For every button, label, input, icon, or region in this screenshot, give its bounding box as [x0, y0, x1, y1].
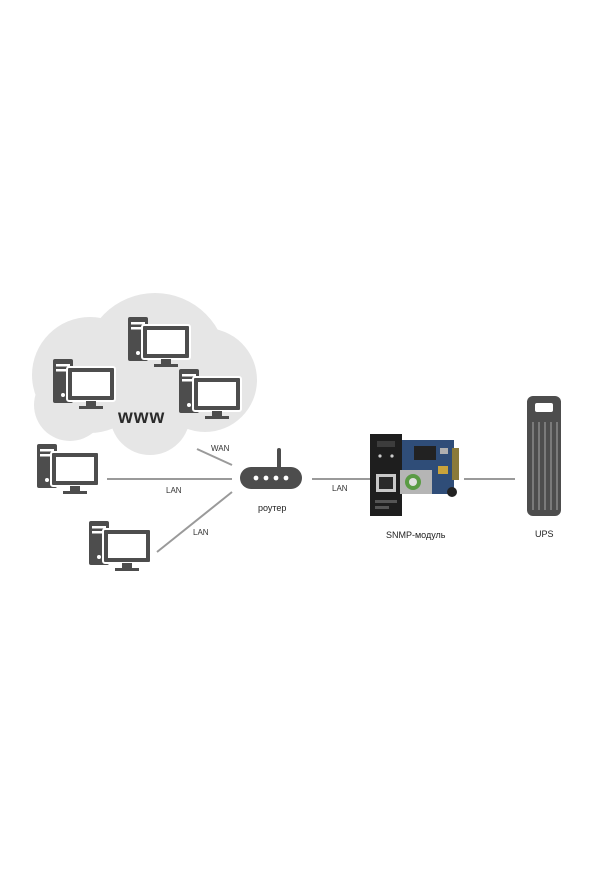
ups-tower-icon	[527, 396, 561, 516]
lan-label-top: LAN	[166, 486, 182, 495]
ups-label: UPS	[535, 529, 554, 539]
wan-line	[196, 448, 233, 466]
lan-label-bottom: LAN	[193, 528, 209, 537]
lan-line-bottom	[156, 491, 233, 553]
router-icon	[240, 448, 302, 489]
snmp-label: SNMP-модуль	[386, 530, 446, 540]
www-label: www	[117, 407, 165, 428]
desktop-computer-icon	[52, 358, 116, 410]
desktop-computer-icon	[88, 520, 152, 572]
wan-label: WAN	[211, 444, 230, 453]
desktop-computer-icon	[36, 443, 100, 495]
connection-lines	[107, 448, 515, 553]
snmp-card-icon	[370, 434, 459, 516]
router-label: роутер	[258, 503, 286, 513]
desktop-computer-icon	[178, 368, 242, 420]
lan-label-right: LAN	[332, 484, 348, 493]
desktop-computer-icon	[127, 316, 191, 368]
